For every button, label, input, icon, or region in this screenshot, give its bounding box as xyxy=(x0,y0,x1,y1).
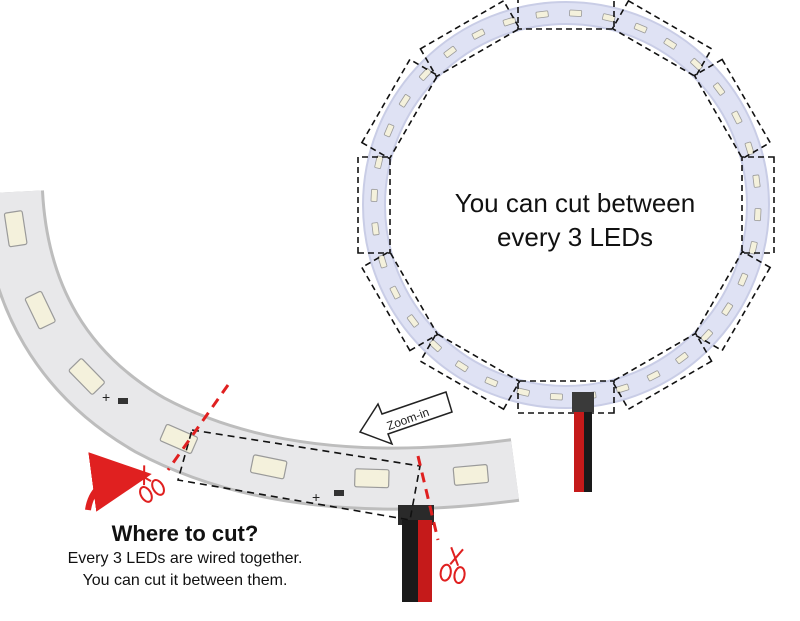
strip-led xyxy=(3,210,28,248)
ring-led xyxy=(371,222,380,236)
cut-title: Where to cut? xyxy=(111,521,259,546)
ring-led xyxy=(615,383,630,394)
ring-led xyxy=(752,174,761,188)
ring-led xyxy=(374,155,384,169)
strip-led xyxy=(24,290,56,330)
plus-sign: + xyxy=(102,389,110,405)
ring-caption: You can cut between every 3 LEDs xyxy=(430,186,720,254)
ring-led xyxy=(370,188,378,202)
ring-caption-line1: You can cut between xyxy=(454,188,696,218)
ring-led xyxy=(744,141,755,156)
curved-arrow-icon xyxy=(85,452,152,512)
ring-led xyxy=(690,58,704,71)
ring-segment-box xyxy=(357,156,391,254)
ring-led xyxy=(516,387,530,397)
ring-led xyxy=(383,123,395,138)
ring-led xyxy=(502,16,517,27)
ring-led xyxy=(419,67,432,81)
ring-led xyxy=(406,314,419,328)
ring-segment-box xyxy=(517,380,615,414)
ring-led xyxy=(721,302,734,316)
ring-led xyxy=(535,10,549,19)
zoom-arrow-icon xyxy=(358,391,453,446)
cut-description-line2: You can cut it between them. xyxy=(82,572,288,589)
strip-led xyxy=(249,454,288,480)
ring-segment-box xyxy=(611,332,713,411)
strip-led xyxy=(354,468,390,489)
ring-segment-box xyxy=(611,0,713,78)
ring-led xyxy=(549,393,563,401)
ring-segment-box xyxy=(360,58,439,160)
ring-led xyxy=(646,370,661,382)
ring-segment-box xyxy=(419,332,521,411)
resistor xyxy=(118,398,128,404)
strip-led xyxy=(68,358,105,395)
ring-led xyxy=(602,13,616,23)
cut-line-right xyxy=(416,455,440,541)
ring-led xyxy=(377,254,388,269)
cut-description-line1: Every 3 LEDs are wired together. xyxy=(67,550,303,567)
ring-segment-box xyxy=(360,250,439,352)
ring-led xyxy=(484,376,499,388)
ring-led xyxy=(713,82,726,96)
ring-led xyxy=(389,285,401,300)
ring-segment-box xyxy=(741,156,775,254)
strip-led xyxy=(452,464,490,486)
ring-segment-box xyxy=(693,250,772,352)
ring-led xyxy=(428,339,442,352)
ring-segment-box xyxy=(517,0,615,30)
ring-cable xyxy=(572,392,594,492)
ring-led xyxy=(443,45,457,58)
ring-led xyxy=(471,28,486,40)
ring-caption-line2: every 3 LEDs xyxy=(496,222,654,252)
resistor xyxy=(334,490,344,496)
ring-led xyxy=(398,94,411,108)
ring-led xyxy=(569,9,583,17)
ring-led xyxy=(748,241,758,255)
plus-sign: + xyxy=(312,489,320,505)
scissors-icon xyxy=(133,465,165,503)
ring-led xyxy=(633,22,648,34)
ring-led xyxy=(737,272,749,287)
ring-cut-segments xyxy=(357,0,775,414)
ring-led xyxy=(675,352,689,365)
scissors-icon xyxy=(439,546,466,585)
cut-line-left xyxy=(166,384,230,471)
ring-led xyxy=(754,208,762,222)
ring-led xyxy=(731,110,743,125)
ring-led xyxy=(455,360,469,373)
ring-led xyxy=(700,329,713,343)
ring-segment-box xyxy=(693,58,772,160)
ring-led xyxy=(663,37,677,50)
